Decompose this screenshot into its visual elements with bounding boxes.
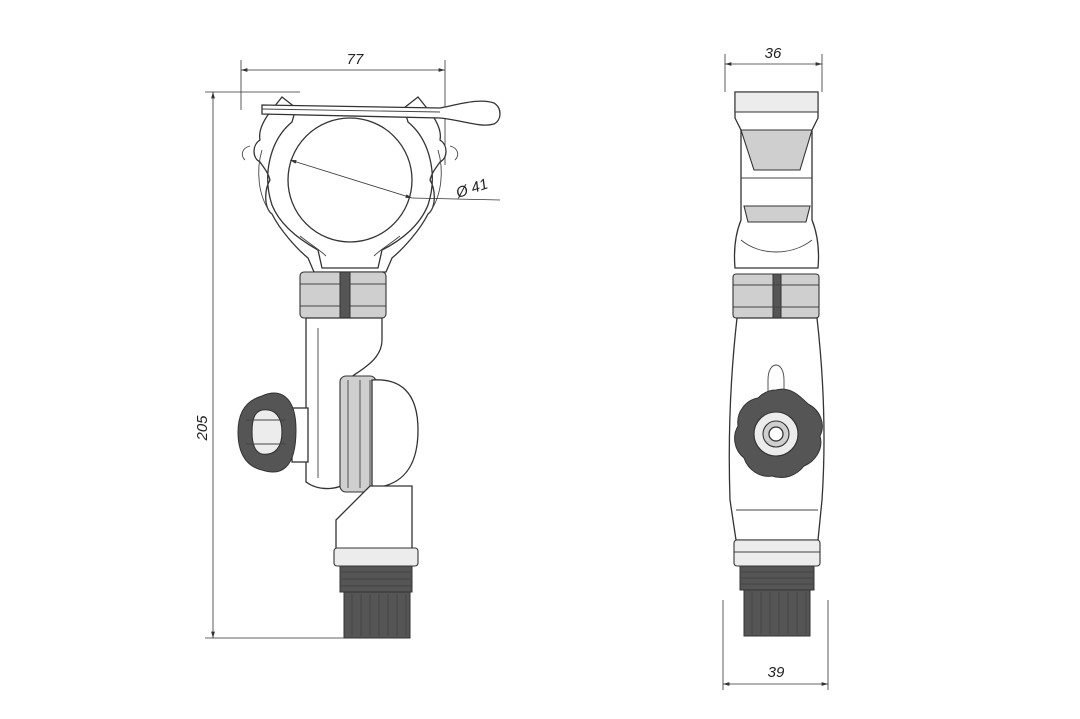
side-view: 36 39 <box>722 45 829 690</box>
front-lower-body <box>333 485 419 567</box>
side-lower-collar <box>733 539 821 567</box>
clamp-body <box>241 96 459 273</box>
front-joint <box>339 375 419 493</box>
front-knob <box>237 392 309 473</box>
dimension-39: 39 <box>722 600 829 690</box>
side-knob <box>734 388 823 479</box>
dimension-label-205: 205 <box>194 415 211 442</box>
side-nut <box>732 273 820 319</box>
side-clamp <box>733 91 820 269</box>
dimension-label-36: 36 <box>765 45 782 62</box>
dimension-36: 36 <box>724 45 823 92</box>
clamp-pin <box>261 100 501 126</box>
front-stem <box>339 565 413 639</box>
front-view: 77 205 <box>194 51 501 639</box>
dimension-label-diameter-41: Ø 41 <box>453 176 490 203</box>
front-nut <box>299 271 387 319</box>
dimension-label-39: 39 <box>768 664 785 681</box>
dimension-label-77: 77 <box>347 51 364 68</box>
side-stem <box>739 565 815 637</box>
dimension-205: 205 <box>194 91 345 639</box>
